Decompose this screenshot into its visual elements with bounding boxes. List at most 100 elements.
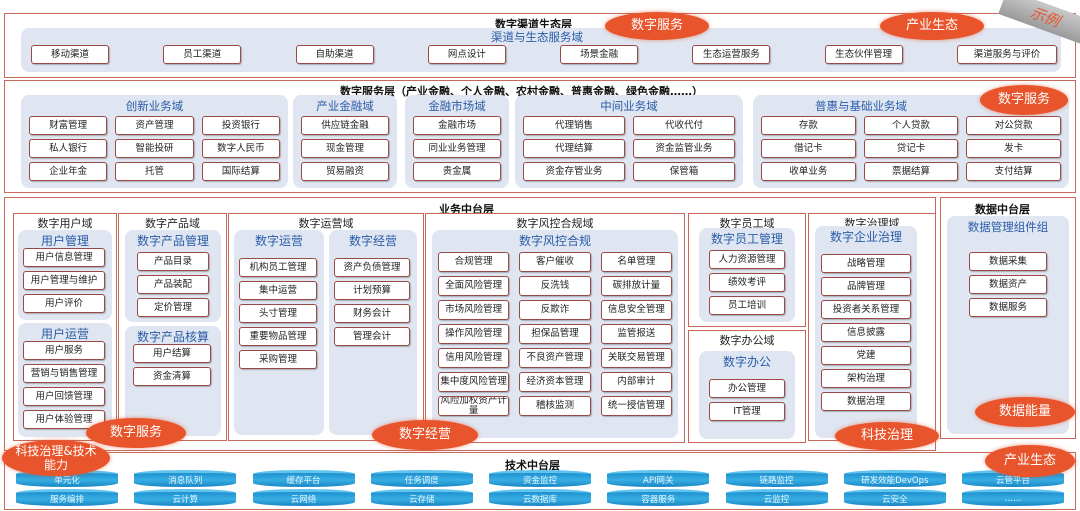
module-item[interactable]: 数据采集 <box>969 252 1047 271</box>
module-item[interactable]: 内部审计 <box>600 372 672 392</box>
module-item[interactable]: 支付结算 <box>966 162 1061 181</box>
module-item[interactable]: 贵金属 <box>413 162 501 181</box>
tech-component[interactable]: 云计算 <box>134 489 237 506</box>
module-item[interactable]: 贷记卡 <box>863 139 959 158</box>
tech-component[interactable]: 消息队列 <box>134 470 237 487</box>
module-item[interactable]: 资产负债管理 <box>334 258 410 277</box>
module-item[interactable]: 碳排放计量 <box>600 276 672 296</box>
module-item[interactable]: 数据资产 <box>969 275 1047 294</box>
module-item[interactable]: 重要物品管理 <box>239 327 317 346</box>
tech-component[interactable]: 服务编排 <box>16 489 118 506</box>
module-item[interactable]: 经济资本管理 <box>519 372 591 392</box>
module-item[interactable]: 名单管理 <box>600 252 672 272</box>
module-item[interactable]: 品牌管理 <box>821 277 911 296</box>
tech-component[interactable]: 云安全 <box>843 489 946 506</box>
module-item[interactable]: 信息安全管理 <box>600 300 672 320</box>
module-item[interactable]: 资产管理 <box>115 116 194 135</box>
module-item[interactable]: 个人贷款 <box>863 116 959 135</box>
module-item[interactable]: 架构治理 <box>821 369 911 388</box>
module-item[interactable]: 操作风险管理 <box>438 324 510 344</box>
module-item[interactable]: 监管报送 <box>600 324 672 344</box>
module-item[interactable]: 产品装配 <box>137 275 209 294</box>
module-item[interactable]: 党建 <box>821 346 911 365</box>
module-item[interactable]: 供应链金融 <box>301 116 389 135</box>
module-item[interactable]: 生态运营服务 <box>692 45 771 64</box>
module-item[interactable]: 借记卡 <box>761 139 856 158</box>
module-item[interactable]: 投资银行 <box>201 116 280 135</box>
tech-component[interactable]: 研发效能DevOps <box>843 470 946 487</box>
tech-component[interactable]: 云存储 <box>370 489 473 506</box>
module-item[interactable]: 战略管理 <box>821 254 911 273</box>
module-item[interactable]: 资金监管业务 <box>633 139 735 158</box>
module-item[interactable]: 票据结算 <box>863 162 959 181</box>
module-item[interactable]: 反洗钱 <box>519 276 591 296</box>
module-item[interactable]: 网点设计 <box>427 45 506 64</box>
module-item[interactable]: 全面风险管理 <box>438 276 510 296</box>
module-item[interactable]: 自助渠道 <box>295 45 374 64</box>
module-item[interactable]: 营销与销售管理 <box>23 364 105 383</box>
module-item[interactable]: 机构员工管理 <box>239 258 317 277</box>
tech-component[interactable]: 云监控 <box>725 489 828 506</box>
module-item[interactable]: 数据治理 <box>821 392 911 411</box>
module-item[interactable]: 国际结算 <box>201 162 280 181</box>
module-item[interactable]: 合规管理 <box>438 252 510 272</box>
tech-component[interactable]: 云数据库 <box>489 489 591 506</box>
module-item[interactable]: 企业年金 <box>29 162 108 181</box>
module-item[interactable]: 场景金融 <box>560 45 639 64</box>
tech-component[interactable]: 任务调度 <box>370 470 473 487</box>
module-item[interactable]: 定价管理 <box>137 298 209 317</box>
module-item[interactable]: 绩效考评 <box>709 273 785 292</box>
tech-component[interactable]: 链路监控 <box>725 470 828 487</box>
module-item[interactable]: 发卡 <box>966 139 1061 158</box>
module-item[interactable]: 私人银行 <box>29 139 108 158</box>
module-item[interactable]: 计划预算 <box>334 281 410 300</box>
module-item[interactable]: 保管箱 <box>633 162 735 181</box>
module-item[interactable]: IT管理 <box>709 402 785 421</box>
module-item[interactable]: 员工培训 <box>709 296 785 315</box>
module-item[interactable]: 财富管理 <box>29 116 108 135</box>
module-item[interactable]: 移动渠道 <box>31 45 109 64</box>
tech-component[interactable]: …… <box>962 489 1064 506</box>
module-item[interactable]: 关联交易管理 <box>600 348 672 368</box>
module-item[interactable]: 金融市场 <box>413 116 501 135</box>
module-item[interactable]: 担保品管理 <box>519 324 591 344</box>
module-item[interactable]: 产品目录 <box>137 252 209 271</box>
module-item[interactable]: 同业业务管理 <box>413 139 501 158</box>
module-item[interactable]: 反欺诈 <box>519 300 591 320</box>
module-item[interactable]: 现金管理 <box>301 139 389 158</box>
module-item[interactable]: 用户回馈管理 <box>23 387 105 406</box>
module-item[interactable]: 用户体验管理 <box>23 410 105 429</box>
module-item[interactable]: 代理销售 <box>523 116 625 135</box>
module-item[interactable]: 收单业务 <box>761 162 856 181</box>
module-item[interactable]: 代理结算 <box>523 139 625 158</box>
module-item[interactable]: 人力资源管理 <box>709 250 785 269</box>
module-item[interactable]: 对公贷款 <box>966 116 1061 135</box>
tech-component[interactable]: 缓存平台 <box>252 470 355 487</box>
module-item[interactable]: 用户评价 <box>23 294 105 313</box>
tech-component[interactable]: 容器服务 <box>607 489 710 506</box>
module-item[interactable]: 资金清算 <box>133 367 211 386</box>
module-item[interactable]: 不良资产管理 <box>519 348 591 368</box>
module-item[interactable]: 风险加权资产计量 <box>438 396 510 416</box>
module-item[interactable]: 稽核监测 <box>519 396 591 416</box>
module-item[interactable]: 用户服务 <box>23 341 105 360</box>
module-item[interactable]: 用户信息管理 <box>23 248 105 267</box>
module-item[interactable]: 采购管理 <box>239 350 317 369</box>
module-item[interactable]: 财务会计 <box>334 304 410 323</box>
module-item[interactable]: 托管 <box>115 162 194 181</box>
tech-component[interactable]: 云网络 <box>252 489 355 506</box>
module-item[interactable]: 渠道服务与评价 <box>956 45 1057 64</box>
module-item[interactable]: 信用风险管理 <box>438 348 510 368</box>
tech-component[interactable]: 资金监控 <box>489 470 591 487</box>
module-item[interactable]: 客户催收 <box>519 252 591 272</box>
module-item[interactable]: 投资者关系管理 <box>821 300 911 319</box>
module-item[interactable]: 办公管理 <box>709 379 785 398</box>
module-item[interactable]: 信息披露 <box>821 323 911 342</box>
module-item[interactable]: 存款 <box>761 116 856 135</box>
module-item[interactable]: 市场风险管理 <box>438 300 510 320</box>
module-item[interactable]: 管理会计 <box>334 327 410 346</box>
module-item[interactable]: 贸易融资 <box>301 162 389 181</box>
module-item[interactable]: 集中度风险管理 <box>438 372 510 392</box>
module-item[interactable]: 数字人民币 <box>201 139 280 158</box>
module-item[interactable]: 用户管理与维护 <box>23 271 105 290</box>
